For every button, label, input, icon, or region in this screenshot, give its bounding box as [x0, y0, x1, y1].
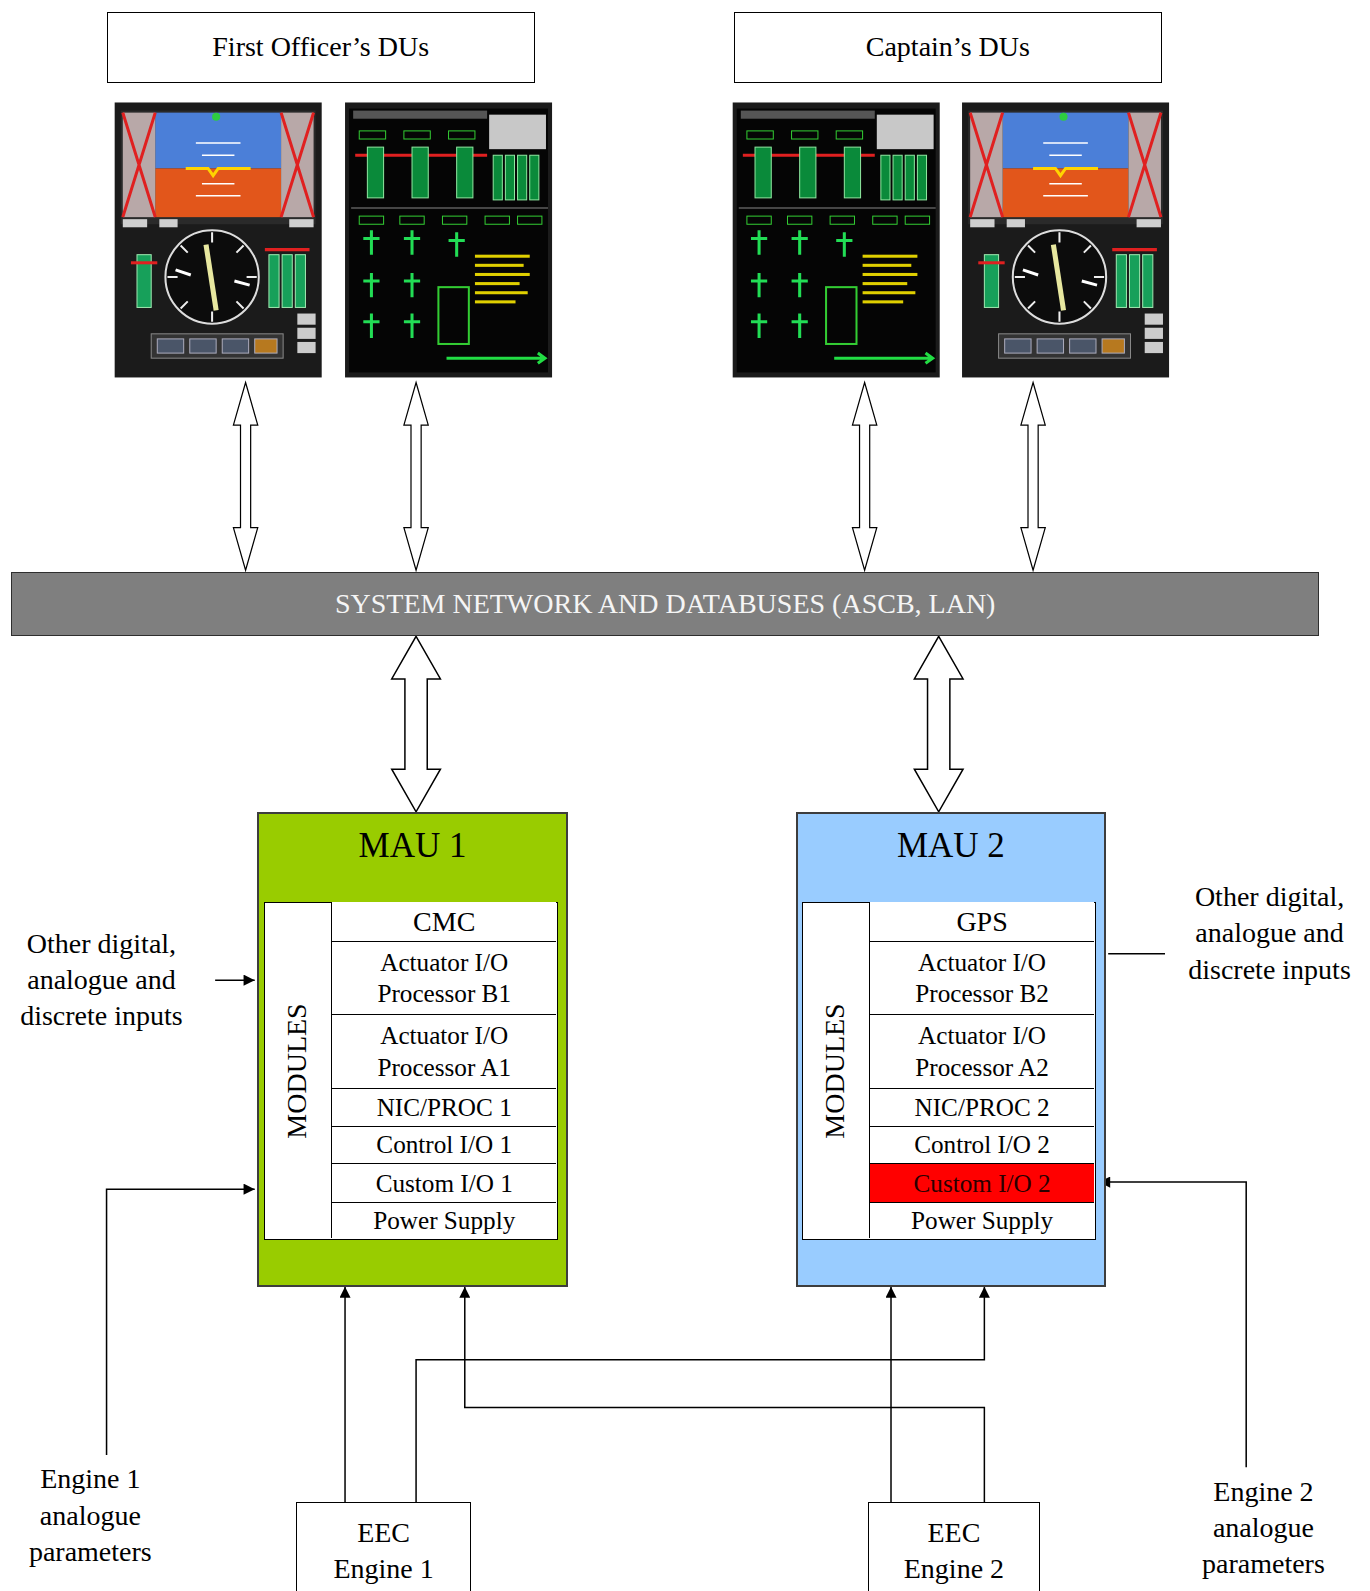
bus-double-arrow — [914, 636, 963, 812]
double-arrow — [404, 383, 428, 571]
box-label: Power Supply — [373, 1205, 515, 1237]
module-row: Actuator I/O Processor B1 — [331, 941, 556, 1014]
box-label: Control I/O 1 — [376, 1129, 512, 1161]
module-row: Control I/O 2 — [869, 1126, 1094, 1164]
display-group-box: First Officer’s DUs — [107, 12, 535, 83]
module-row-failed: Custom I/O 2 — [869, 1163, 1094, 1202]
box-label: NIC/PROC 1 — [377, 1092, 512, 1124]
box-label: SYSTEM NETWORK AND DATABUSES (ASCB, LAN) — [335, 586, 995, 622]
signal-wire — [465, 1287, 985, 1502]
mau-unit-box: MAU 2 MODULES GPS Actuator I/O Processor B2… — [796, 812, 1107, 1287]
bus-double-arrow — [392, 636, 441, 812]
box-label: GPS — [956, 904, 1007, 939]
vertical-heading: MODULES — [279, 1003, 315, 1138]
network-bus-band: SYSTEM NETWORK AND DATABUSES (ASCB, LAN) — [11, 572, 1319, 636]
module-row: Control I/O 1 — [331, 1126, 556, 1164]
module-row: Power Supply — [869, 1202, 1094, 1238]
module-row: GPS — [869, 902, 1094, 942]
module-row: NIC/PROC 1 — [331, 1088, 556, 1126]
input-arrow — [215, 979, 255, 981]
box-label: Custom I/O 1 — [376, 1168, 513, 1200]
input-note: Other digital, analogue and discrete inp… — [1172, 879, 1367, 988]
box-label: Captain’s DUs — [866, 29, 1030, 65]
mau-unit-box: MAU 1 MODULES CMC Actuator I/O Processor B1… — [257, 812, 569, 1287]
module-row: Actuator I/O Processor A2 — [869, 1014, 1094, 1088]
signal-wire — [890, 1287, 892, 1502]
vertical-heading: MODULES — [817, 1003, 853, 1138]
box-label: Actuator I/O Processor B2 — [874, 947, 1090, 1010]
input-arrow — [107, 1189, 255, 1455]
module-table: MODULES CMC Actuator I/O Processor B1 Actua… — [264, 902, 558, 1240]
box-label: MAU 1 — [359, 823, 467, 869]
box-label: CMC — [413, 904, 475, 939]
eec-box: EEC Engine 1 — [296, 1502, 471, 1591]
input-line — [1108, 953, 1165, 955]
fo-mfd-display — [345, 102, 552, 377]
input-note: Other digital, analogue and discrete inp… — [2, 926, 201, 1035]
eec-box: EEC Engine 2 — [868, 1502, 1041, 1591]
box-label: EEC Engine 2 — [894, 1515, 1014, 1588]
module-row: CMC — [331, 902, 556, 942]
display-group-box: Captain’s DUs — [734, 12, 1162, 83]
module-row: Power Supply — [331, 1202, 556, 1238]
captain-pfd-display — [962, 102, 1169, 377]
box-label: Actuator I/O Processor B1 — [336, 947, 552, 1010]
display-bus-arrows — [233, 383, 1045, 571]
module-table: MODULES GPS Actuator I/O Processor B2 Actua… — [802, 902, 1096, 1240]
input-note: Engine 1 analogue parameters — [14, 1461, 166, 1570]
module-row: Custom I/O 1 — [331, 1163, 556, 1202]
double-arrow — [852, 383, 876, 571]
module-row: NIC/PROC 2 — [869, 1088, 1094, 1126]
signal-wire — [344, 1287, 346, 1502]
box-label: Actuator I/O Processor A2 — [874, 1020, 1090, 1083]
double-arrow — [233, 383, 257, 571]
box-label: Power Supply — [911, 1205, 1053, 1237]
box-label: Actuator I/O Processor A1 — [336, 1020, 552, 1083]
box-label: EEC Engine 1 — [324, 1515, 444, 1588]
box-label: MAU 2 — [897, 823, 1005, 869]
box-label: Control I/O 2 — [914, 1129, 1050, 1161]
fo-pfd-display — [115, 102, 322, 377]
input-note: Engine 2 analogue parameters — [1187, 1474, 1339, 1583]
captain-mfd-display — [733, 102, 940, 377]
double-arrow — [1021, 383, 1045, 571]
signal-wire — [416, 1287, 984, 1502]
box-label: NIC/PROC 2 — [915, 1092, 1050, 1124]
box-label: First Officer’s DUs — [212, 29, 429, 65]
input-arrow — [1099, 1182, 1246, 1467]
module-row: Actuator I/O Processor B2 — [869, 941, 1094, 1014]
module-row: Actuator I/O Processor A1 — [331, 1014, 556, 1088]
box-label: Custom I/O 2 — [913, 1168, 1050, 1200]
